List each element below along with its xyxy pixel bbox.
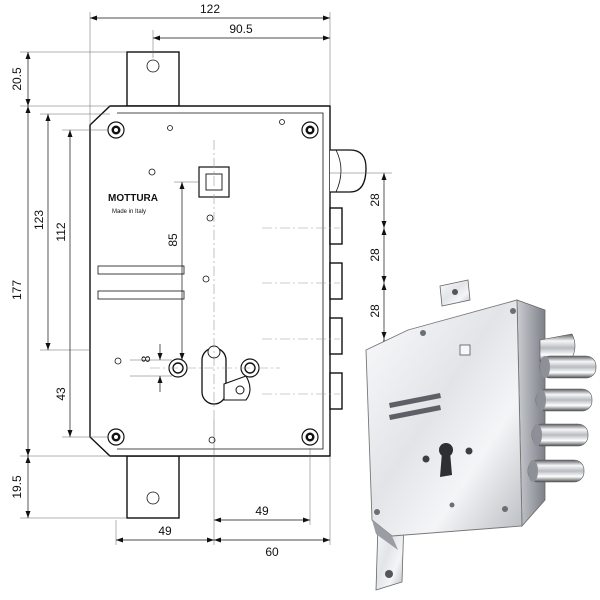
latch-bolt (330, 149, 367, 193)
dimension-lines (25, 15, 387, 543)
dim-bottom-mid: 49 (255, 504, 269, 518)
brand-name: MOTTURA (108, 193, 158, 204)
dim-upper-height: 123 (32, 210, 46, 230)
3d-bottom-edge (372, 520, 398, 550)
lock-3d-view (365, 279, 597, 591)
corner-screw-bottom-left (107, 428, 125, 446)
3d-front-face (365, 299, 523, 537)
lock-front-view: MOTTURA Made in Italy (89, 51, 367, 519)
dim-overall-width: 122 (200, 2, 220, 16)
extension-lines (20, 12, 392, 545)
cam-lever (223, 375, 251, 401)
centerlines (150, 140, 340, 420)
dim-bolt-spacing-3: 28 (368, 304, 382, 318)
small-rivets (114, 119, 285, 444)
dim-backset-width: 90.5 (229, 22, 253, 36)
corner-screw-bottom-right (301, 428, 319, 446)
dim-top-tab: 20.5 (10, 67, 24, 91)
dim-lower-height: 43 (54, 387, 68, 401)
bottom-mounting-tab (126, 455, 180, 519)
top-tab-hole (146, 59, 160, 73)
brand-subtitle: Made in Italy (112, 209, 146, 215)
dim-bolt-spacing-2: 28 (368, 248, 382, 262)
corner-screw-top-right (301, 121, 319, 139)
case-inner-edge (117, 112, 324, 450)
dim-total-height: 177 (10, 280, 24, 300)
dim-bottom-left: 49 (158, 524, 172, 538)
3d-bottom-tab-hole (385, 570, 393, 578)
3d-face-features (374, 308, 516, 515)
dim-bottom-tab: 19.5 (10, 475, 24, 499)
top-mounting-tab (126, 51, 180, 107)
dim-hole-spacing: 112 (54, 222, 68, 241)
dim-bottom-right: 60 (265, 545, 279, 559)
3d-deadbolts (527, 355, 597, 483)
bottom-tab-hole (146, 491, 160, 505)
3d-top-tab-hole (452, 289, 458, 295)
deadbolts (329, 207, 343, 410)
dim-cylinder-offset: 8 (139, 355, 153, 362)
dim-spindle-to-cylinder: 85 (166, 233, 180, 247)
corner-screw-top-left (107, 121, 125, 139)
dim-bolt-spacing-1: 28 (368, 193, 382, 207)
